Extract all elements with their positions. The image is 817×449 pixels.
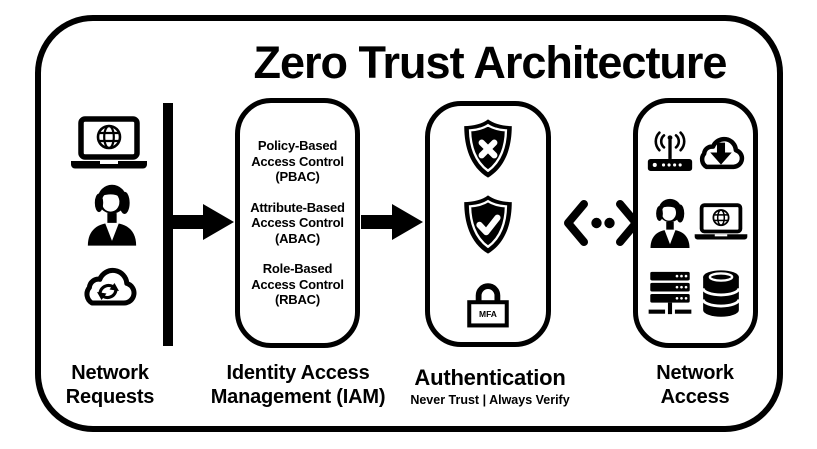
iam-item-line: Access Control — [251, 215, 344, 231]
network-access-label: Network Access — [630, 361, 760, 409]
network-access-label-line: Network — [656, 362, 734, 384]
iam-item-line: Access Control — [251, 276, 344, 292]
iam-item-line: (ABAC) — [274, 230, 320, 246]
iam-box: Policy-Based Access Control (PBAC) Attri… — [235, 98, 360, 348]
network-access-label-line: Access — [660, 386, 730, 408]
authentication-label-line: Authentication — [414, 365, 566, 390]
iam-item-line: Attribute-Based — [250, 199, 345, 215]
iam-item-line: Policy-Based — [257, 138, 338, 154]
flow-arrow-iam-to-auth — [361, 202, 423, 242]
iam-item-line: Role-Based — [262, 261, 333, 277]
iam-label: Identity Access Management (IAM) — [210, 361, 386, 409]
iam-item-line: (RBAC) — [274, 292, 320, 308]
iam-label-line: Identity Access — [226, 362, 370, 384]
authentication-label: Authentication Never Trust | Always Veri… — [403, 366, 577, 408]
shield-deny-icon — [461, 118, 515, 179]
woman-user-icon — [86, 182, 138, 246]
flow-arrow-requests-to-iam — [172, 202, 234, 242]
cloud-sync-icon — [74, 258, 144, 310]
laptop-globe-icon — [694, 203, 748, 242]
diagram-title: Zero Trust Architecture — [253, 37, 728, 88]
iam-item-line: Access Control — [251, 153, 344, 169]
request-funnel-bar — [163, 103, 173, 346]
laptop-globe-icon — [70, 116, 148, 172]
iam-label-line: Management (IAM) — [210, 386, 386, 408]
server-stack-icon — [647, 270, 693, 318]
network-access-box — [633, 98, 758, 348]
database-icon — [701, 269, 741, 319]
wireless-router-icon — [646, 131, 694, 174]
mfa-label: MFA — [479, 309, 497, 319]
authentication-sublabel: Never Trust | Always Verify — [410, 393, 570, 407]
mfa-lock-icon: MFA — [463, 278, 513, 330]
iam-item-pbac: Policy-Based Access Control (PBAC) — [251, 138, 344, 185]
iam-item-rbac: Role-Based Access Control (RBAC) — [251, 261, 344, 308]
iam-item-line: (PBAC) — [275, 169, 320, 185]
network-requests-label: Network Requests — [40, 361, 180, 409]
cloud-download-icon — [694, 131, 748, 174]
shield-verify-icon — [461, 194, 515, 255]
bidirectional-dotted-arrow — [563, 199, 641, 247]
network-requests-label-line: Requests — [65, 386, 155, 408]
woman-user-icon — [649, 197, 691, 249]
iam-item-abac: Attribute-Based Access Control (ABAC) — [250, 200, 345, 247]
network-requests-label-line: Network — [71, 362, 149, 384]
authentication-box: MFA — [425, 101, 551, 347]
